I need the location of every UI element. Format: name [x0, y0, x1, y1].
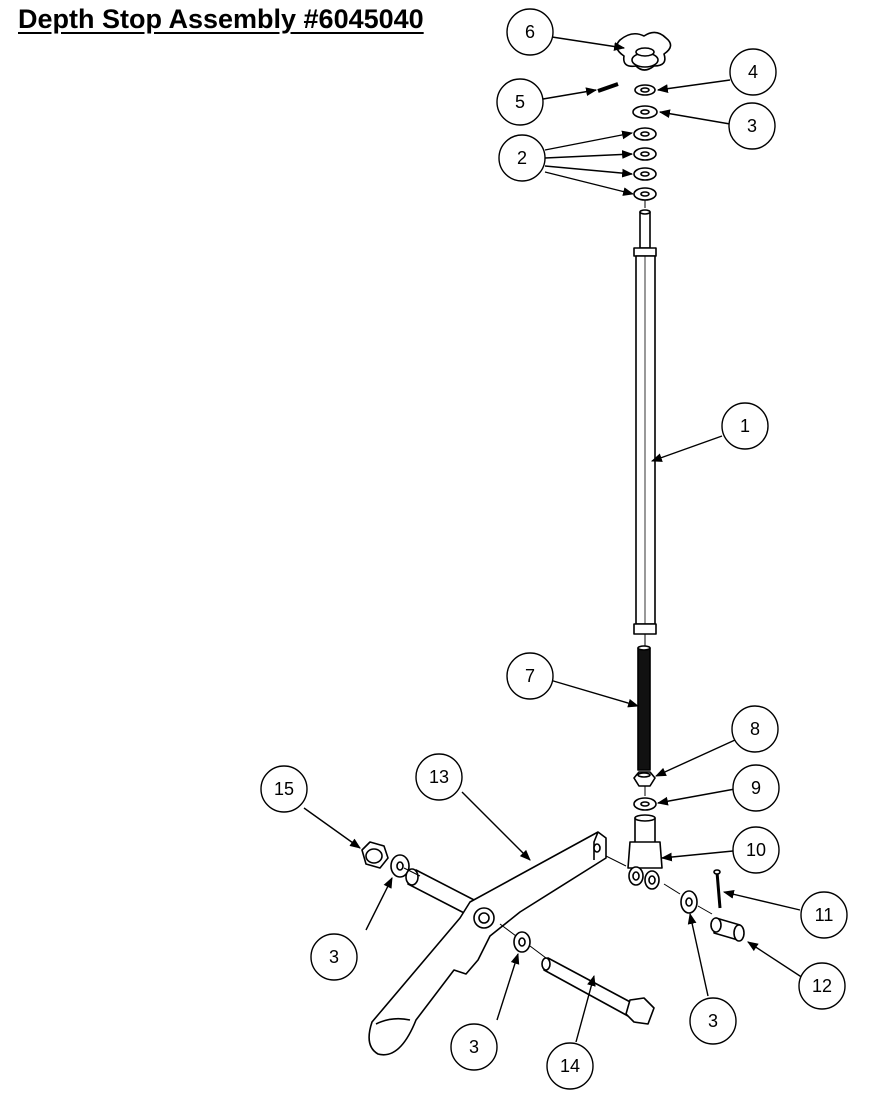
callout-9: 9	[732, 764, 780, 812]
svg-text:11: 11	[815, 905, 834, 925]
callout-6: 6	[506, 8, 554, 56]
washer-left-part	[390, 854, 410, 878]
washer-right-part	[680, 890, 698, 914]
callout-15: 15	[260, 765, 308, 813]
callout-8: 8	[731, 705, 779, 753]
svg-text:15: 15	[274, 779, 294, 799]
nut-part	[633, 771, 656, 787]
svg-text:7: 7	[525, 666, 535, 686]
clevis-pin-part	[710, 917, 745, 942]
callout-3-right: 3	[689, 997, 737, 1045]
washer-center-part	[513, 931, 531, 953]
svg-text:3: 3	[708, 1011, 718, 1031]
svg-text:3: 3	[747, 116, 757, 136]
svg-text:1: 1	[740, 416, 750, 436]
callout-11: 11	[800, 891, 848, 939]
svg-text:4: 4	[748, 62, 758, 82]
locknut-part	[361, 841, 389, 869]
callout-3-top: 3	[728, 102, 776, 150]
callout-10: 10	[732, 826, 780, 874]
washer-stack-part	[632, 84, 658, 201]
svg-text:9: 9	[751, 778, 761, 798]
svg-text:14: 14	[560, 1056, 580, 1076]
cotter-pin-part	[713, 869, 722, 909]
callout-3-center: 3	[450, 1023, 498, 1071]
callout-2: 2	[498, 134, 546, 182]
callout-5: 5	[496, 78, 544, 126]
svg-text:2: 2	[517, 148, 527, 168]
callout-1: 1	[721, 402, 769, 450]
leader-lines	[303, 36, 804, 1043]
axis-lines	[403, 200, 713, 959]
svg-text:5: 5	[515, 92, 525, 112]
depth-arm-part	[368, 831, 607, 1056]
knob-part	[616, 31, 672, 71]
diagram-title: Depth Stop Assembly #6045040	[18, 4, 424, 34]
bolt-part	[541, 957, 655, 1025]
callout-14: 14	[546, 1042, 594, 1090]
svg-text:6: 6	[525, 22, 535, 42]
callout-13: 13	[415, 753, 463, 801]
svg-text:10: 10	[746, 840, 766, 860]
svg-text:12: 12	[812, 976, 832, 996]
svg-text:8: 8	[750, 719, 760, 739]
callout-12: 12	[798, 962, 846, 1010]
threaded-rod-part	[637, 645, 651, 771]
lock-washer-part	[633, 797, 657, 811]
shaft-part	[633, 209, 657, 635]
svg-text:13: 13	[429, 767, 449, 787]
svg-text:3: 3	[329, 947, 339, 967]
clevis-part	[627, 814, 663, 890]
callout-3-left: 3	[310, 933, 358, 981]
svg-text:3: 3	[469, 1037, 479, 1057]
callout-4: 4	[729, 48, 777, 96]
set-pin-part	[597, 82, 619, 93]
callout-7: 7	[506, 652, 554, 700]
